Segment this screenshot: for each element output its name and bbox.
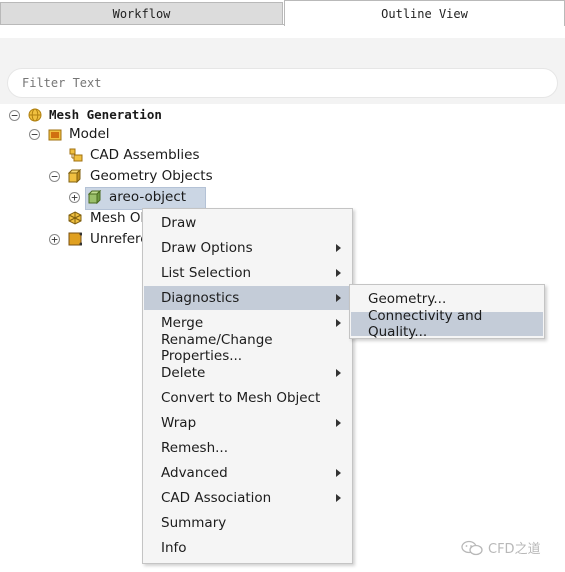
submenu-label: Geometry... bbox=[368, 291, 447, 307]
menu-item-merge[interactable]: Merge bbox=[144, 311, 351, 335]
tree-item-cad-assemblies[interactable]: CAD Assemblies bbox=[90, 147, 200, 163]
tab-workflow[interactable]: Workflow bbox=[0, 2, 283, 24]
tab-bar: Workflow Outline View bbox=[0, 0, 565, 27]
watermark-text: CFD之道 bbox=[488, 542, 541, 557]
diagnostics-submenu: Geometry... Connectivity and Quality... bbox=[349, 284, 545, 340]
tree-item-geometry-objects[interactable]: Geometry Objects bbox=[90, 168, 213, 184]
menu-label: Wrap bbox=[161, 415, 197, 431]
tab-workflow-label: Workflow bbox=[112, 6, 171, 21]
menu-label: Merge bbox=[161, 315, 204, 331]
menu-item-list-selection[interactable]: List Selection bbox=[144, 261, 351, 285]
menu-item-summary[interactable]: Summary bbox=[144, 511, 351, 535]
unreferenced-icon bbox=[68, 232, 82, 246]
cad-assemblies-icon bbox=[69, 148, 83, 162]
submenu-item-connectivity-quality[interactable]: Connectivity and Quality... bbox=[351, 308, 543, 340]
menu-item-remesh[interactable]: Remesh... bbox=[144, 436, 351, 460]
menu-label: Diagnostics bbox=[161, 290, 240, 306]
menu-label: Delete bbox=[161, 365, 206, 381]
geometry-objects-icon bbox=[68, 169, 82, 183]
menu-item-convert-to-mesh[interactable]: Convert to Mesh Object bbox=[144, 386, 351, 410]
menu-item-advanced[interactable]: Advanced bbox=[144, 461, 351, 485]
menu-item-cad-association[interactable]: CAD Association bbox=[144, 486, 351, 510]
submenu-label: Connectivity and Quality... bbox=[368, 308, 483, 340]
tree-item-mesh-generation[interactable]: Mesh Generation bbox=[49, 107, 162, 122]
menu-label: Convert to Mesh Object bbox=[161, 390, 321, 406]
menu-label: Remesh... bbox=[161, 440, 228, 456]
menu-label: CAD Association bbox=[161, 490, 272, 506]
submenu-arrow-icon bbox=[336, 419, 341, 427]
menu-item-info[interactable]: Info bbox=[144, 536, 351, 560]
menu-item-draw[interactable]: Draw bbox=[144, 211, 351, 235]
menu-label: Summary bbox=[161, 515, 227, 531]
globe-icon bbox=[28, 108, 42, 122]
object-cube-icon bbox=[88, 190, 102, 204]
tree-item-areo-object[interactable]: areo-object bbox=[109, 189, 187, 205]
submenu-arrow-icon bbox=[336, 494, 341, 502]
collapse-toggle-model[interactable]: − bbox=[29, 129, 40, 140]
submenu-arrow-icon bbox=[336, 269, 341, 277]
menu-label: Draw bbox=[161, 215, 197, 231]
collapse-toggle-geometry-objects[interactable]: − bbox=[49, 171, 60, 182]
menu-item-diagnostics[interactable]: Diagnostics bbox=[144, 286, 351, 310]
menu-label: List Selection bbox=[161, 265, 252, 281]
submenu-item-geometry[interactable]: Geometry... bbox=[351, 287, 543, 311]
tree-item-mesh-objects[interactable]: Mesh Ob bbox=[90, 210, 150, 226]
watermark: CFD之道 bbox=[461, 538, 541, 557]
expand-toggle-areo-object[interactable]: + bbox=[69, 192, 80, 203]
filter-input[interactable] bbox=[7, 68, 558, 98]
tab-outline-view[interactable]: Outline View bbox=[284, 0, 565, 26]
tab-outline-label: Outline View bbox=[381, 6, 468, 21]
tree-item-unreferenced[interactable]: Unrefere bbox=[90, 231, 149, 247]
menu-label: Info bbox=[161, 540, 187, 556]
menu-label: Rename/Change Properties... bbox=[161, 332, 273, 364]
submenu-arrow-icon bbox=[336, 369, 341, 377]
model-box-icon bbox=[48, 129, 62, 141]
collapse-toggle-root[interactable]: − bbox=[9, 110, 20, 121]
submenu-arrow-icon bbox=[336, 244, 341, 252]
menu-label: Draw Options bbox=[161, 240, 253, 256]
tab-divider bbox=[0, 24, 284, 25]
expand-toggle-unreferenced[interactable]: + bbox=[49, 234, 60, 245]
tree-item-model[interactable]: Model bbox=[69, 126, 110, 142]
menu-item-draw-options[interactable]: Draw Options bbox=[144, 236, 351, 260]
mesh-objects-icon bbox=[68, 211, 82, 225]
submenu-arrow-icon bbox=[336, 319, 341, 327]
menu-item-wrap[interactable]: Wrap bbox=[144, 411, 351, 435]
menu-item-delete[interactable]: Delete bbox=[144, 361, 351, 385]
submenu-arrow-icon bbox=[336, 469, 341, 477]
submenu-arrow-icon bbox=[336, 294, 341, 302]
wechat-icon bbox=[461, 540, 483, 555]
menu-label: Advanced bbox=[161, 465, 228, 481]
filter-area bbox=[0, 38, 565, 104]
menu-item-rename[interactable]: Rename/Change Properties... bbox=[144, 332, 351, 364]
context-menu: Draw Draw Options List Selection Diagnos… bbox=[142, 208, 353, 564]
